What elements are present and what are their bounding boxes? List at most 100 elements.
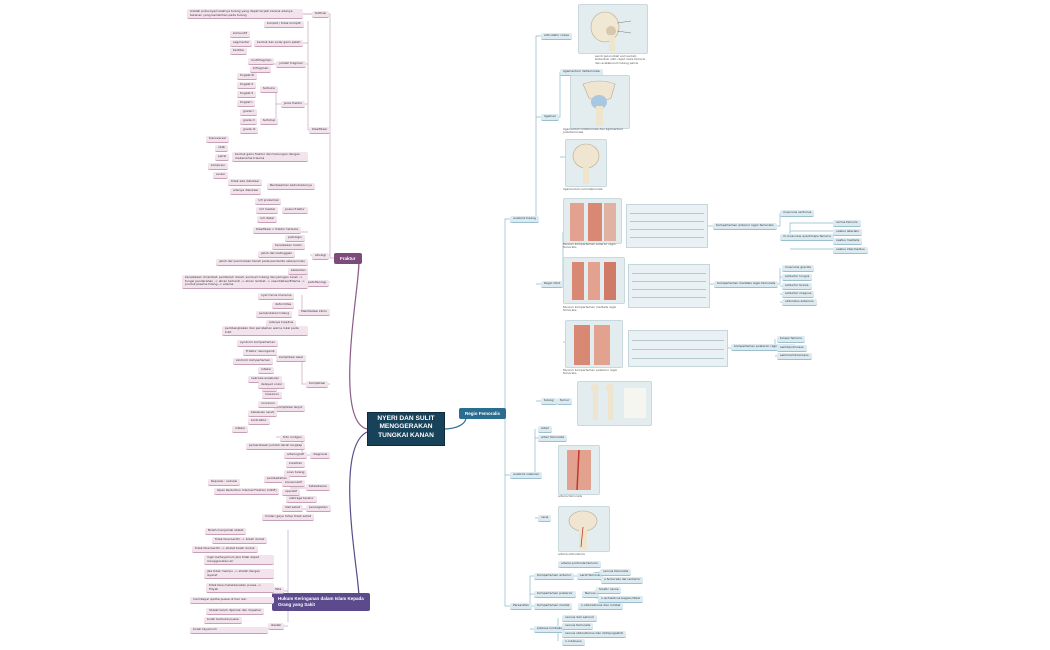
ibadah-item-0[interactable]: boleh berbuka puasa [204,617,242,624]
garis-item-4[interactable]: avulsi [213,172,228,179]
fraktur-terbuka-kelas-node[interactable]: Klasifikasi > fraktur terbuka [253,227,301,234]
central-topic[interactable]: NYERI DAN SULIT MENGGERAKAN TUNGKAI KANA… [367,412,445,446]
pencegahan-item-2[interactable]: hindari gaya hidup tidak sehat [262,514,314,521]
tertutup-item-0[interactable]: grade I [240,109,257,116]
pencegahan-item-1[interactable]: diet sehat [282,505,304,512]
articulatio-node[interactable]: articulatio coxae [541,33,572,40]
n-anterior-item-0[interactable]: nervus femoralis [600,569,632,576]
pleksus-item-3[interactable]: n.cutaneus [562,639,585,646]
tertutup-item-1[interactable]: grade II [240,118,258,125]
manifestasi-item-2[interactable]: pemendekan tulang [256,311,293,318]
n-medial-node[interactable]: Kompartemen medial [534,603,573,610]
orif-node[interactable]: Open Reduction Internal Fixation (ORIF) [214,488,280,495]
vena-node[interactable]: vena [538,515,552,522]
femur-node[interactable]: femur [557,398,572,405]
pleksus-node[interactable]: pleksus lumbalis [534,626,565,633]
garis-item-3[interactable]: kompresi [208,163,228,170]
medial-item-4[interactable]: obturatus externus [782,299,817,306]
bentuk-pola-node[interactable]: bentuk dan pola/ garis patah [254,40,304,47]
anterior-item-0[interactable]: musculus sartorius [780,210,815,217]
posterior-item-0[interactable]: biceps femoris [777,336,805,343]
n-anterior-mid[interactable]: saraf femoral [577,573,604,580]
posisi-item-0[interactable]: 1/3 proksimal [255,198,282,205]
fraktur-node[interactable]: Fraktur [334,253,362,264]
awal-item-3[interactable]: infeksi [258,367,274,374]
pencegahan-node[interactable]: pencegahan [306,505,331,512]
garis-fraktur-node[interactable]: bentuk garis fraktur dan hubungan dengan… [232,152,308,163]
vena-profunda[interactable]: arteria profunda femoris [558,561,601,568]
garis-item-1[interactable]: oblik [215,145,229,152]
pleksus-item-0[interactable]: nervus dari sakrum [562,615,598,622]
n-posterior-node[interactable]: Kompartemen posterior [534,591,576,598]
lanjut-item-0[interactable]: delayed union [258,382,286,389]
regio-otot-node[interactable]: Regio Otot [541,281,563,288]
medial-item-0[interactable]: musculus gracilis [782,265,814,272]
etiologi-item-0[interactable]: kecelakaan motor [272,243,305,250]
fragmen-item-0[interactable]: multifragmen [248,58,275,65]
anterior-title[interactable]: Kompartemen anterior regio femoralis [713,223,777,230]
manifestasi-node[interactable]: Manifestasi klinis [298,309,330,316]
manifestasi-item-0[interactable]: nyeri terus menerus [258,293,295,300]
garis-item-0[interactable]: transversal [206,136,229,143]
vaskular-item-0[interactable]: arteri [538,426,553,433]
n-anterior-item-1[interactable]: n.femoralis dari anterior [601,577,644,584]
terbuka-node[interactable]: terbuka [260,86,278,93]
patofisiologi-text[interactable]: kecelakaan di lambat, pembuluh darah, su… [182,275,308,289]
etiologi-item-3[interactable]: kelelahan [288,268,309,275]
diagnosis-item-0[interactable]: foto rontgen [280,435,305,442]
jumlah-fragmen-node[interactable]: jumlah fragmen [276,61,306,68]
terbuka-item-1[interactable]: tingkat II [237,82,257,89]
lanjut-item-2[interactable]: nonunion [258,401,279,408]
anatomi-tulang-node[interactable]: anatomi tulang [510,216,539,223]
tata-node[interactable]: Tata [272,587,285,594]
posterior-title[interactable]: kompartemen posterior regio femoralis [731,344,796,351]
tertutup-item-2[interactable]: grade III [240,127,259,134]
lanjut-item-5[interactable]: infeksi [232,426,248,433]
n-posterior-item-0[interactable]: Sciatic nerve [596,587,622,594]
posisi-item-1[interactable]: 1/3 medial [256,207,278,214]
tatalaksana-item-1[interactable]: konservatif [282,480,305,487]
n-posterior-mid[interactable]: Nervus [582,591,599,598]
n-posterior-item-1[interactable]: n.ischiadicus bagian tibial [598,596,643,603]
posterior-item-1[interactable]: semitendinosus [777,345,807,352]
lanjut-item-4[interactable]: kontraktur [248,418,270,425]
tata-item-0[interactable]: Boleh menjamak shalat [205,528,247,535]
tata-item-3[interactable]: ingin bertayamum jika tidak dapat menggu… [204,555,274,566]
diagnosis-node[interactable]: diagnosis [310,452,331,459]
etiologi-item-1[interactable]: jatuh dari ketinggian [258,251,296,258]
tata-item-6[interactable]: membayar qadha puasa di hari lain [190,597,274,604]
tata-item-7[interactable]: Shalat boleh dijamak dan diqashar [206,608,265,615]
quad-item-0[interactable]: rectus femoris [833,220,861,227]
manifestasi-item-1[interactable]: deformitas [272,302,295,309]
garis-item-2[interactable]: spiral [215,154,230,161]
fragmen-item-1[interactable]: bifragmen [250,66,272,73]
bentuk-pola-item-0[interactable]: komunitif [230,31,251,38]
quad-item-1[interactable]: vastus lateralis [833,229,862,236]
n-anterior-node[interactable]: Kompartemen anterior [534,573,575,580]
awal-item-0[interactable]: syndrom kompartemen [237,340,279,347]
terbuka-item-3[interactable]: tingkat I [237,100,256,107]
awal-item-1[interactable]: Fraktur neurogenik [243,349,278,356]
reposisi-node[interactable]: Reposisi : reduksi [208,479,241,486]
bentuk-pola-item-1[interactable]: segmental [230,40,252,47]
pleksus-item-2[interactable]: nervus obturatorius dan iliohipogastrik [562,631,627,638]
definisi-text[interactable]: Adalah putusnya/rusaknya tulang yang dap… [187,9,303,20]
etiologi-item-2[interactable]: jatuh dari permukaan tanah pada penderit… [216,259,308,266]
quad-item-3[interactable]: vastus intermedius [833,247,868,254]
tertutup-node[interactable]: tertutup [260,118,279,125]
diagnosis-item-3[interactable]: kreatinin [286,461,306,468]
ligamen-node[interactable]: ligamen [541,114,560,121]
n-medial-mid[interactable]: n.obturatorius dari lumbal [578,603,624,610]
komplit-node[interactable]: komplit / tidak komplit [264,21,304,28]
terbuka-item-2[interactable]: tingkat II [237,91,257,98]
komplikasi-lanjut-node[interactable]: komplikasi lanjut [274,405,306,412]
persarafan-node[interactable]: Persarafan [510,603,533,610]
medial-title[interactable]: Kompartemen medialis regio femoralis [714,281,779,288]
tatalaksana-node[interactable]: tatalaksana [306,484,330,491]
pleksus-item-1[interactable]: nervus femoralis [562,623,594,630]
medial-item-3[interactable]: adductor magnus [782,291,815,298]
regio-femoralis-node[interactable]: Regio Femoralis [459,408,507,419]
vaskular-node[interactable]: anatomi vaskular [510,472,542,479]
jenis-fraktur-node[interactable]: Jenis fraktur [281,101,306,108]
medial-item-2[interactable]: adductor brevis [782,283,812,290]
